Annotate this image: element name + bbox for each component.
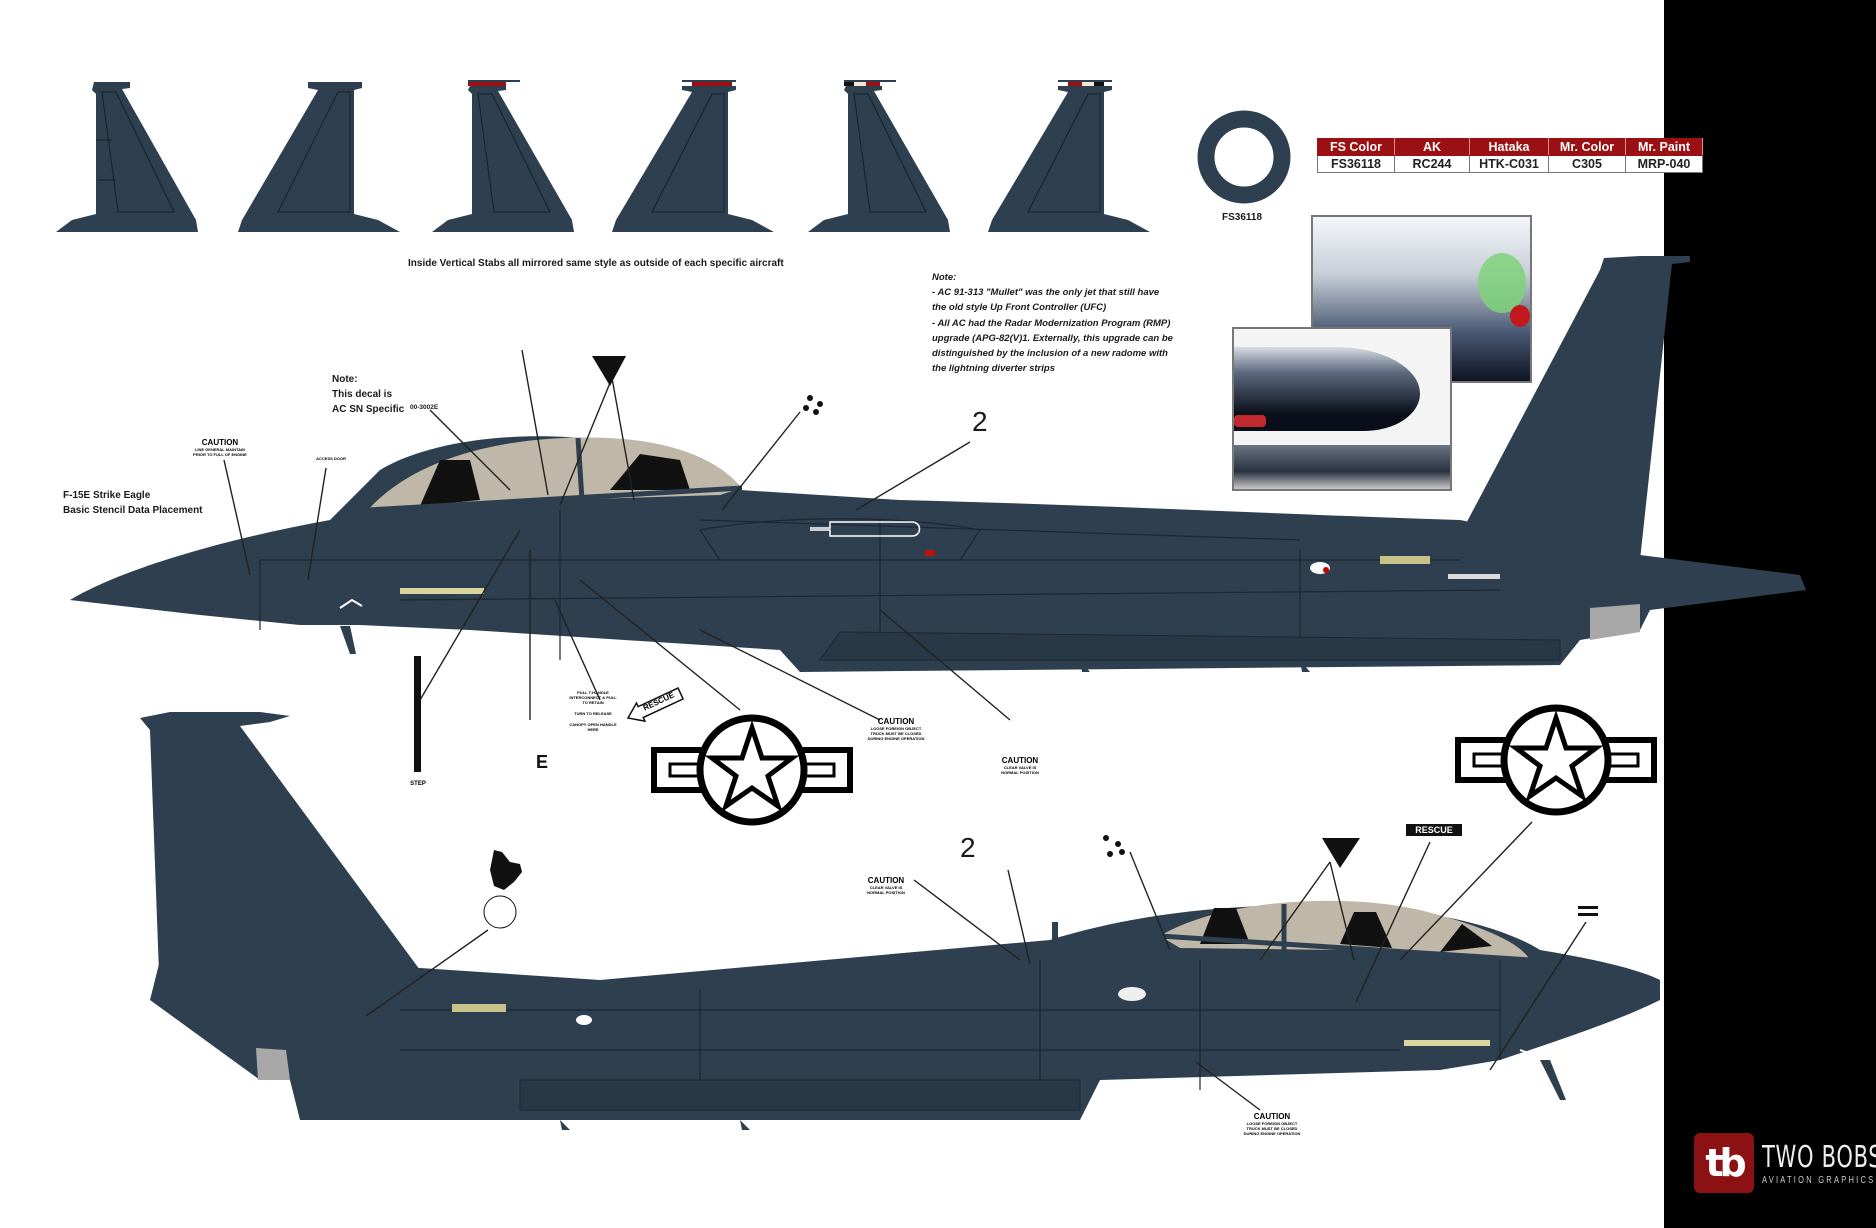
caution-subtext: CLEAR VALVE IS NORMAL POSITION [1001, 765, 1039, 775]
decal-note-heading: Note: [332, 374, 358, 385]
caution-stencil-lower-valve: CAUTION CLEAR VALVE IS NORMAL POSITION [862, 876, 910, 895]
black-side-panel [1664, 0, 1876, 1228]
cell-hataka: HTK-C031 [1469, 155, 1549, 173]
leader-lines-upper [223, 349, 1011, 721]
header-hataka: Hataka [1469, 138, 1549, 156]
decal-note-line2: AC SN Specific [332, 404, 405, 415]
upgrade-note-line: the old style Up Front Controller (UFC) [932, 302, 1107, 314]
caution-label: CAUTION [867, 876, 905, 885]
photo-red-cover [1510, 305, 1530, 327]
upgrade-note-line: the lightning diverter strips [932, 363, 1055, 375]
rescue-instruction-line: PULL T-HANDLE INTERCONNECT & PULL TO RET… [569, 690, 617, 705]
upgrade-note-heading: Note: [932, 272, 957, 283]
caution-subtext: LOOSE FOREIGN OBJECT TRUCK MUST BE CLOSE… [1243, 1121, 1301, 1136]
rescue-instruction-line: CANOPY OPEN HANDLE HERE [569, 722, 617, 732]
paint-reference-table: FS Color AK Hataka Mr. Color Mr. Paint F… [1317, 138, 1703, 173]
e-glyph: E [536, 752, 548, 772]
sheet-title-line2: Basic Stencil Data Placement [63, 505, 203, 516]
decal-note-line1: This decal is [332, 389, 393, 400]
logo-wordmark: TWO BOBS AVIATION GRAPHICS [1762, 1140, 1876, 1186]
aircraft-right-profile [140, 712, 1660, 1130]
number-two-decal-lower: 2 [960, 832, 976, 863]
caution-label: CAUTION [877, 717, 915, 726]
logo-name: TWO BOBS [1762, 1140, 1876, 1175]
caution-stencil-valve: CAUTION CLEAR VALVE IS NORMAL POSITION [996, 756, 1044, 775]
color-swatch-ring [1197, 110, 1291, 204]
sheet-title-line1: F-15E Strike Eagle [63, 490, 151, 501]
paint-table-row: FS36118 RC244 HTK-C031 C305 MRP-040 [1317, 155, 1703, 173]
cell-ak: RC244 [1394, 155, 1470, 173]
caution-subtext: LOOSE FOREIGN OBJECT TRUCK MUST BE CLOSE… [867, 726, 925, 741]
step-label: STEP [410, 781, 426, 787]
stabs-caption: Inside Vertical Stabs all mirrored same … [408, 258, 784, 269]
caution-subtext: CLEAR VALVE IS NORMAL POSITION [867, 885, 905, 895]
logo-tagline: AVIATION GRAPHICS [1762, 1175, 1876, 1186]
dot-cluster-decal-lower [1103, 835, 1125, 857]
rescue-instruction-line: TURN TO RELEASE [574, 711, 612, 716]
caution-label: CAUTION [1001, 756, 1039, 765]
national-insignia-lower [1455, 704, 1657, 816]
decal-note: Note: This decal is AC SN Specific [332, 372, 404, 417]
upgrade-note-line: - AC 91-313 "Mullet" was the only jet th… [932, 287, 1160, 299]
equals-decal [1578, 906, 1598, 909]
rescue-arrow-decal [626, 687, 685, 723]
caution-stencil-nose: CAUTION LINE GENERAL MAINTAIN PRIOR TO F… [190, 438, 250, 457]
squadron-badge-decal [483, 895, 517, 929]
swatch-label: FS36118 [1222, 212, 1263, 223]
header-fs-color: FS Color [1317, 138, 1395, 156]
paint-table-header-row: FS Color AK Hataka Mr. Color Mr. Paint [1317, 138, 1703, 156]
ejection-triangle-upper [592, 356, 626, 386]
serial-number-decal: 00-3002E [410, 404, 439, 411]
upgrade-note-line: distinguished by the inclusion of a new … [932, 348, 1168, 360]
rescue-badge-label: RESCUE [1415, 825, 1453, 835]
vertical-stab-2 [238, 82, 400, 232]
caution-subtext: LINE GENERAL MAINTAIN PRIOR TO FULL OF E… [193, 447, 247, 457]
caution-label: CAUTION [1253, 1112, 1291, 1121]
vertical-stab-6 [988, 80, 1150, 232]
step-stripe [414, 656, 421, 772]
header-mr-color: Mr. Color [1548, 138, 1626, 156]
upgrade-note-line: - All AC had the Radar Modernization Pro… [932, 317, 1171, 329]
rescue-instructions: PULL T-HANDLE INTERCONNECT & PULL TO RET… [568, 690, 618, 732]
vertical-stab-4 [612, 80, 774, 232]
dot-cluster-decal-upper [803, 395, 823, 415]
cell-fs-color: FS36118 [1317, 155, 1395, 173]
header-mr-paint: Mr. Paint [1625, 138, 1703, 156]
caution-stencil-intake: CAUTION LOOSE FOREIGN OBJECT TRUCK MUST … [864, 717, 928, 741]
upgrade-note: Note: - AC 91-313 "Mullet" was the only … [932, 270, 1173, 376]
vertical-stab-5 [808, 80, 950, 232]
reference-photo-radome [1232, 327, 1452, 491]
caution-stencil-lower-intake: CAUTION LOOSE FOREIGN OBJECT TRUCK MUST … [1240, 1112, 1304, 1136]
aircraft-left-profile [70, 256, 1806, 672]
vertical-stab-3 [432, 80, 574, 232]
upgrade-note-line: upgrade (APG-82(V)1. Externally, this up… [932, 332, 1173, 344]
two-bobs-logo: tb TWO BOBS AVIATION GRAPHICS [1694, 1133, 1876, 1193]
cell-mr-color: C305 [1548, 155, 1626, 173]
photo-red-flag [1234, 415, 1266, 427]
squadron-map-decal [490, 850, 522, 890]
ejection-triangle-lower [1322, 838, 1360, 868]
photo-flightline [1234, 445, 1450, 489]
rescue-badge-lower [1406, 824, 1462, 836]
cell-mr-paint: MRP-040 [1625, 155, 1703, 173]
equals-decal-line2 [1578, 913, 1598, 916]
header-ak: AK [1394, 138, 1470, 156]
sheet-title: F-15E Strike Eagle Basic Stencil Data Pl… [63, 488, 203, 518]
caution-label: CAUTION [201, 438, 239, 447]
photo-green-detail [1478, 253, 1526, 313]
number-two-decal-upper: 2 [972, 406, 988, 437]
access-door-stencil: ACCESS DOOR [316, 456, 346, 461]
logo-mark: tb [1694, 1133, 1754, 1193]
vertical-stab-1 [56, 82, 198, 232]
leader-lines-lower [365, 821, 1587, 1111]
national-insignia-upper [651, 714, 853, 826]
